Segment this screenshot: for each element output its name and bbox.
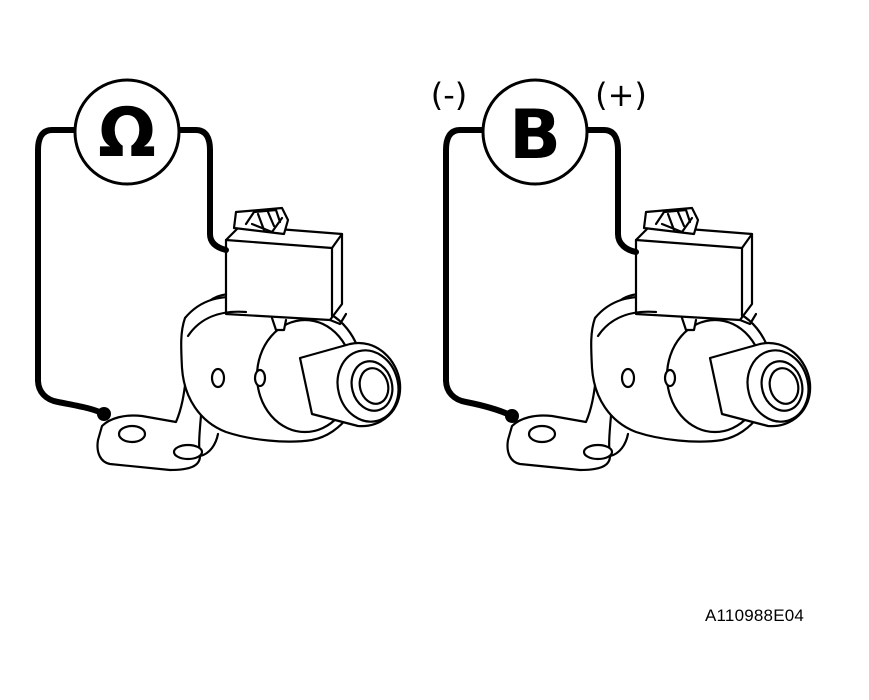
battery-symbol: B — [509, 96, 561, 175]
left-lead-wire-terminal — [175, 127, 229, 253]
right-lead-wire-negative — [443, 127, 515, 419]
left-probe-tip — [97, 407, 111, 421]
figure-code: A110988E04 — [705, 606, 805, 625]
right-test-setup: B (-) (+) — [431, 76, 818, 472]
battery-circle — [481, 78, 589, 186]
negative-polarity-label: (-) — [431, 76, 468, 114]
ohmmeter-circle — [73, 78, 181, 186]
left-lead-wire-ground — [35, 127, 107, 417]
right-probe-tip — [505, 409, 519, 423]
left-test-setup: Ω — [35, 78, 408, 472]
right-solenoid-valve — [506, 206, 818, 472]
positive-polarity-label: (+) — [595, 76, 647, 114]
right-lead-wire-positive — [585, 127, 639, 255]
ohm-symbol: Ω — [98, 94, 156, 173]
left-solenoid-valve — [96, 206, 408, 472]
